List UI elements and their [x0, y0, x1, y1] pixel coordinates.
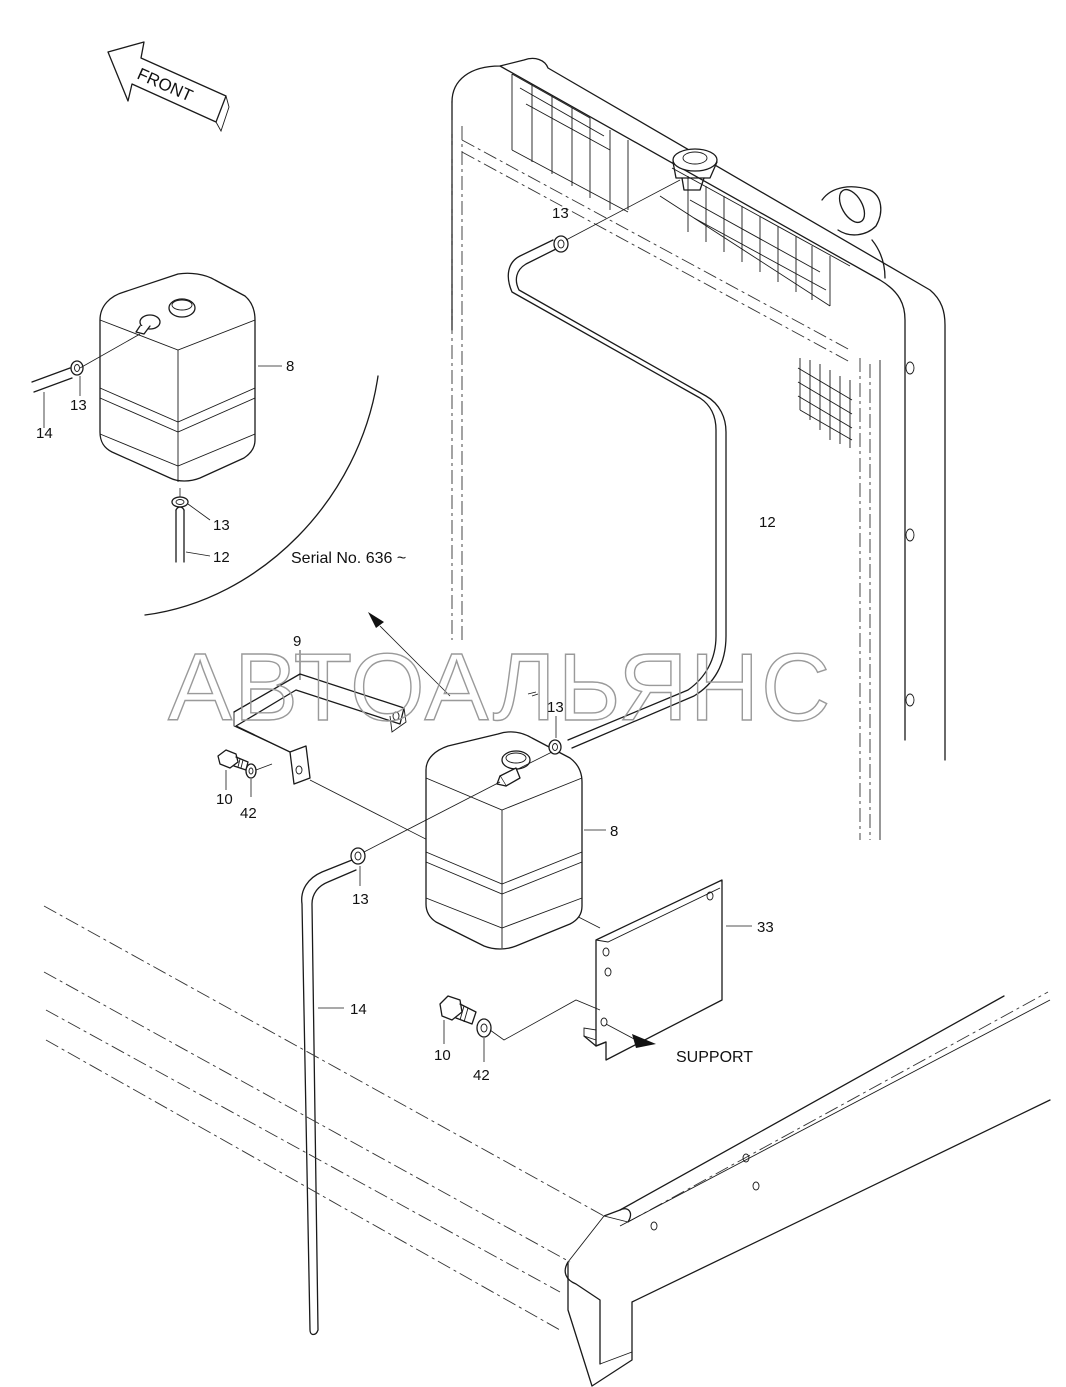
callout-washer-upper: 42: [240, 805, 257, 822]
callout-inset-hose-12: 12: [213, 549, 230, 566]
callout-washer-lower: 42: [473, 1067, 490, 1084]
callout-bolt-upper: 10: [216, 791, 233, 808]
callout-bracket-9: 9: [293, 633, 301, 650]
callout-hose-14: 14: [350, 1001, 367, 1018]
support-label: SUPPORT: [676, 1049, 753, 1066]
clamp-radiator: [553, 235, 569, 253]
hose-14: [301, 859, 357, 1336]
bolt-upper: [217, 749, 249, 771]
inset-detail: [31, 272, 379, 616]
clamp-tank-top: [548, 739, 562, 755]
hose-12: [507, 239, 727, 749]
callout-inset-clamp-bottom: 13: [213, 517, 230, 534]
serial-note: Serial No. 636 ~: [291, 550, 406, 567]
inset-tank: [99, 272, 256, 482]
radiator-cap-icon: [672, 148, 718, 191]
callout-bolt-lower: 10: [434, 1047, 451, 1064]
callout-inset-hose-14: 14: [36, 425, 53, 442]
bolt-lower: [439, 995, 477, 1025]
callout-tank-clamp-top: 13: [547, 699, 564, 716]
callout-hose-12: 12: [759, 514, 776, 531]
callout-tank-main: 8: [610, 823, 618, 840]
chassis-frame: [43, 905, 1051, 1387]
callout-support-plate: 33: [757, 919, 774, 936]
radiator: [451, 57, 946, 840]
main-tank: [425, 731, 583, 950]
clamp-tank-bottom: [350, 847, 366, 865]
callout-inset-tank: 8: [286, 358, 294, 375]
washer-lower: [476, 1018, 492, 1038]
support-plate-33: [583, 879, 723, 1061]
callout-radiator-clamp: 13: [552, 205, 569, 222]
radiator-fins: [511, 73, 851, 307]
callout-inset-clamp-top: 13: [70, 397, 87, 414]
watermark: АВТОАЛЬЯНС: [168, 634, 832, 741]
front-arrow-icon: FRONT: [107, 41, 230, 133]
callout-tank-clamp-bottom: 13: [352, 891, 369, 908]
washer-upper: [245, 763, 257, 779]
